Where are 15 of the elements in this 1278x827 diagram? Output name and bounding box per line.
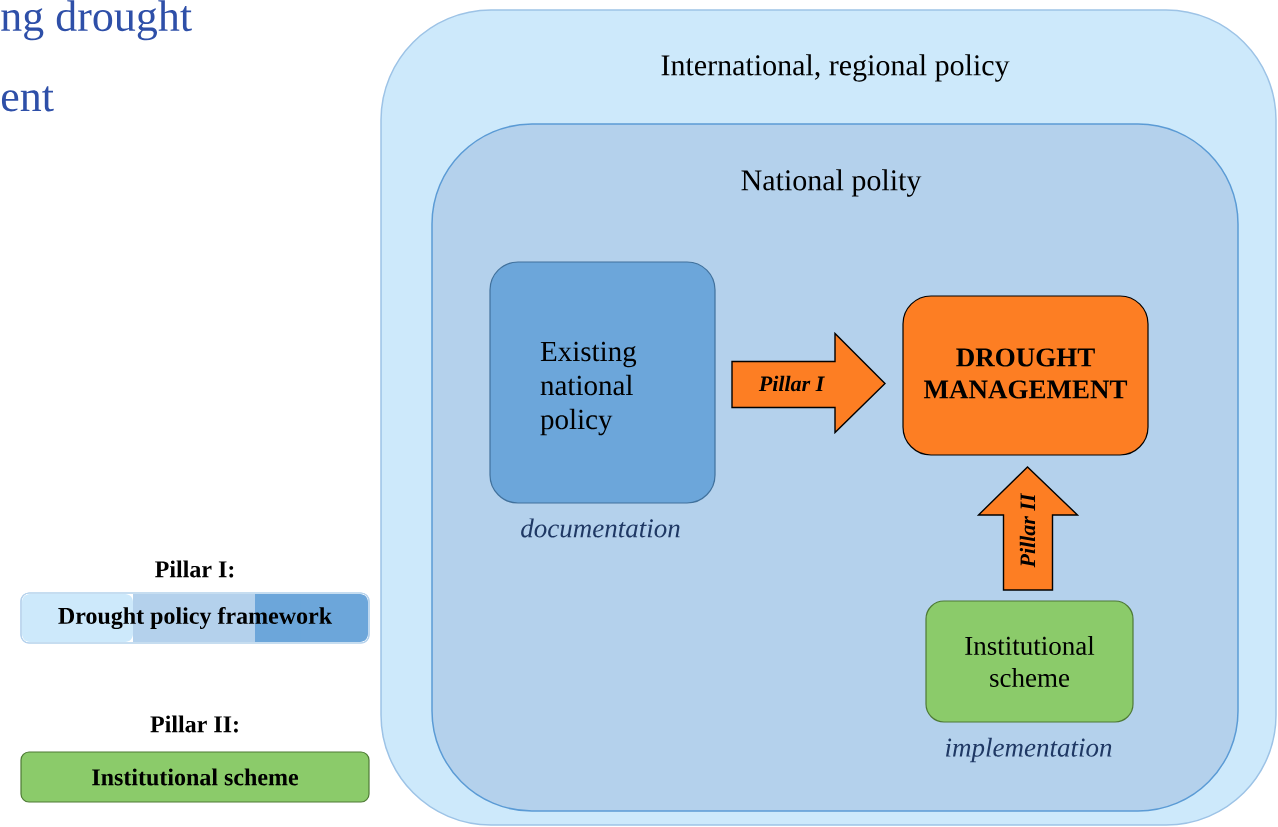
pillar-heading: Pillar II: xyxy=(150,715,238,733)
management-box: DROUGHT MANAGEMENT xyxy=(902,295,1149,456)
block-arrow xyxy=(976,466,1080,591)
framework-bar: Drought policy framework xyxy=(20,592,370,644)
scheme-box: Institutional scheme xyxy=(925,600,1134,723)
caption-text: documentation xyxy=(521,518,680,538)
pillar-heading: Pillar I: xyxy=(155,560,234,578)
edge-label: Pillar II xyxy=(1019,492,1036,568)
caption-text: implementation xyxy=(946,737,1112,763)
scheme-bar: Institutional scheme xyxy=(20,751,370,803)
policy-box: Existing national policy xyxy=(489,261,716,504)
block-arrow xyxy=(731,331,886,435)
title-text: ng drought xyxy=(1,0,192,41)
edge-label: Pillar I xyxy=(758,375,825,392)
title-text: ent xyxy=(1,86,54,112)
